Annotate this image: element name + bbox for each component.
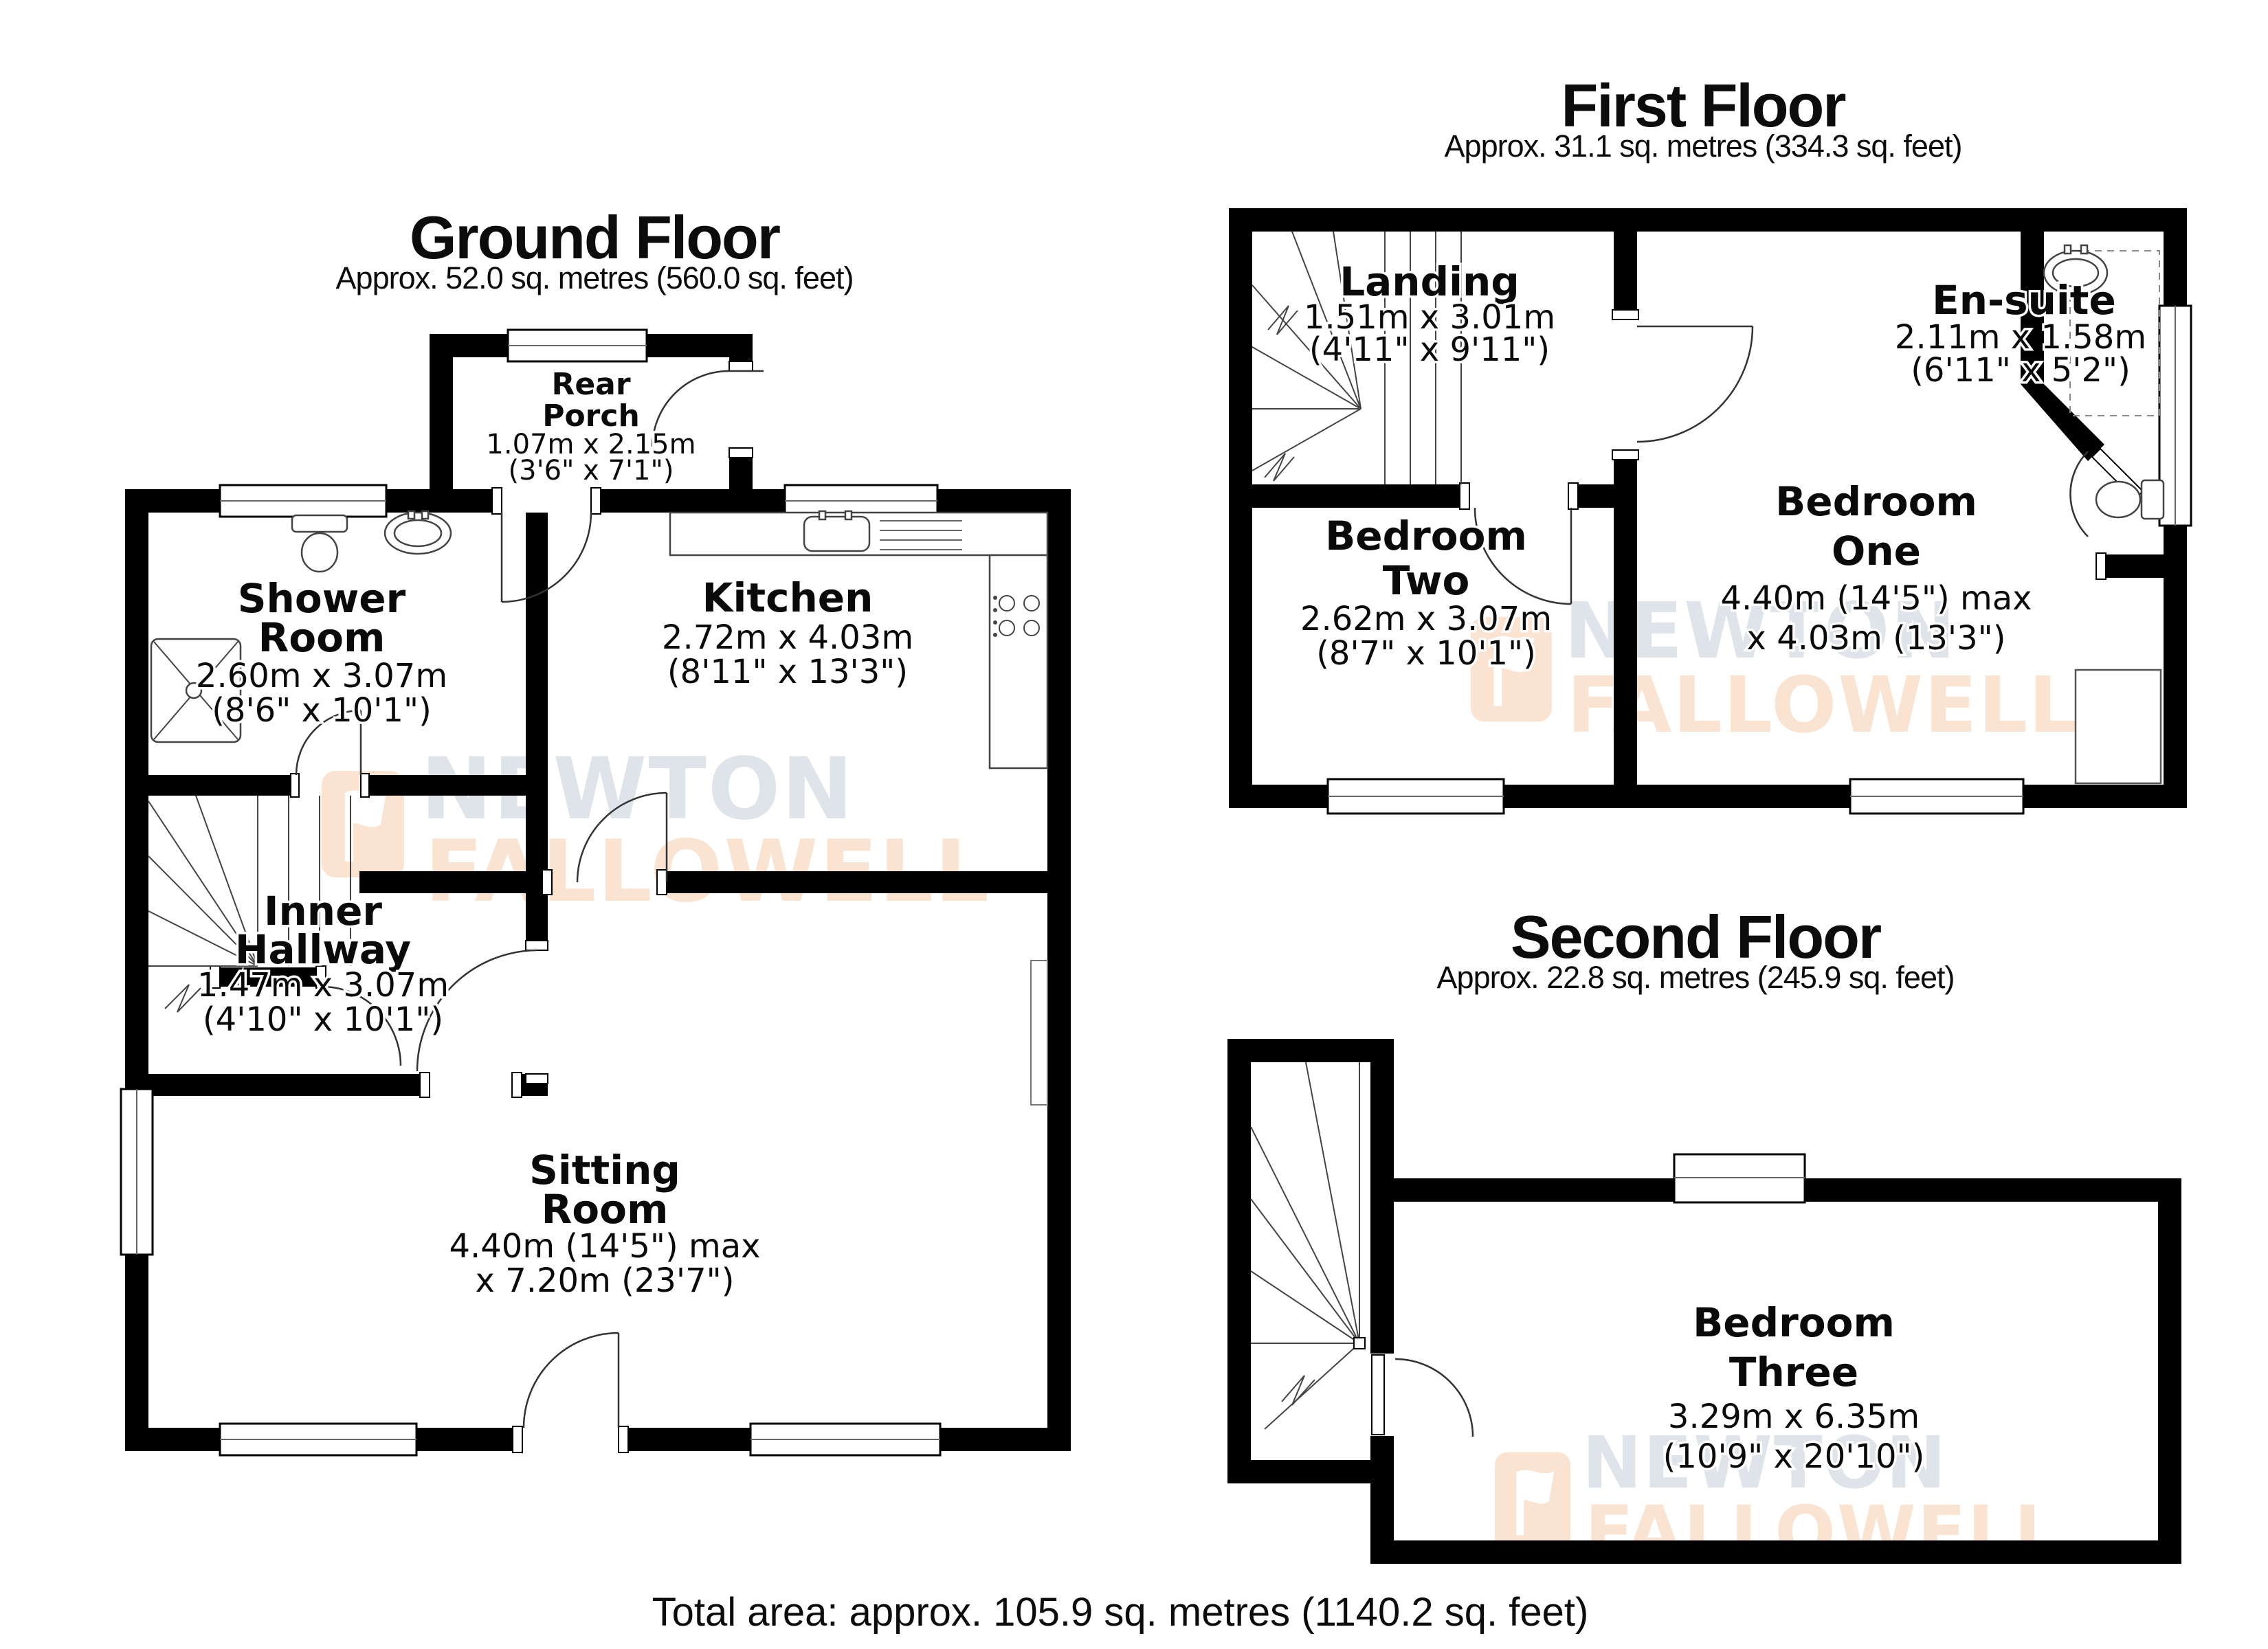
first-floor-title: First Floor [1561,71,1846,139]
svg-text:1.07m x 2.15m(3'6" x 7'1"): 1.07m x 2.15m(3'6" x 7'1") [486,429,696,486]
svg-text:1.47m x 3.07m(4'10" x 10'1"): 1.47m x 3.07m(4'10" x 10'1") [197,966,449,1039]
basin-icon [2043,244,2109,296]
stairs-icon [148,795,351,1013]
svg-text:2.11m x 1.58m(6'11" x 5'2"): 2.11m x 1.58m(6'11" x 5'2") [1895,318,2146,390]
window [1673,1153,1806,1204]
sink-icon [803,510,962,552]
first-floor-subtitle: Approx. 31.1 sq. metres (334.3 sq. feet) [1444,128,1963,164]
svg-text:Kitchen: Kitchen [702,574,874,621]
stairs-icon [1252,231,1462,484]
wardrobe [2074,669,2162,785]
agency-logo-icon [1471,616,1552,722]
toilet-icon [2095,479,2165,520]
second-floor-title: Second Floor [1510,903,1882,971]
svg-text:Landing: Landing [1339,258,1520,305]
ground-floor-subtitle: Approx. 52.0 sq. metres (560.0 sq. feet) [335,260,854,295]
basin-icon [383,510,452,555]
watermark-fallowell-first: FALLOWELL [1567,661,2080,750]
shower-tray-icon [150,638,242,743]
svg-text:En-suite: En-suite [1932,277,2116,324]
stairs-icon [1250,1062,1366,1430]
second-floor-subtitle: Approx. 22.8 sq. metres (245.9 sq. feet) [1436,960,1955,995]
watermark-newton-second: NEWTON [1582,1421,1948,1505]
svg-text:2.72m x 4.03m(8'11" x 13'3"): 2.72m x 4.03m(8'11" x 13'3") [662,618,913,691]
chimney-recess [1030,960,1048,1106]
svg-text:1.51m x 3.01m(4'11" x 9'11"): 1.51m x 3.01m(4'11" x 9'11") [1304,298,1555,369]
door-arc [295,370,764,1428]
room-label-en-suite: En-suite 2.11m x 1.58m(6'11" x 5'2") [1892,275,2148,392]
toilet-icon [291,514,348,573]
hob-icon [993,595,1040,637]
first-floor-plan: Landing 1.51m x 3.01m(4'11" x 9'11") Bed… [1229,208,2192,815]
room-label-landing: Landing 1.51m x 3.01m(4'11" x 9'11") [1301,256,1557,372]
agency-logo-icon [1495,1452,1570,1550]
door-arc [1394,1358,1474,1437]
window [120,328,942,1457]
svg-text:2.62m x 3.07m(8'7" x 10'1"): 2.62m x 3.07m(8'7" x 10'1") [1300,600,1552,673]
window [1326,304,2192,815]
room-label-kitchen: Kitchen 2.72m x 4.03m(8'11" x 13'3") [659,572,915,694]
total-area-label: Total area: approx. 105.9 sq. metres (11… [652,1590,1589,1635]
agency-logo-icon [322,771,404,877]
ensuite-dashed-zone [2069,250,2160,416]
svg-text:2.60m x 3.07m(8'6" x 10'1"): 2.60m x 3.07m(8'6" x 10'1") [196,657,447,730]
ground-floor-title: Ground Floor [409,203,781,271]
svg-text:3.29m x 6.35m(10'9" x 20'10"): 3.29m x 6.35m(10'9" x 20'10") [1663,1398,1925,1476]
